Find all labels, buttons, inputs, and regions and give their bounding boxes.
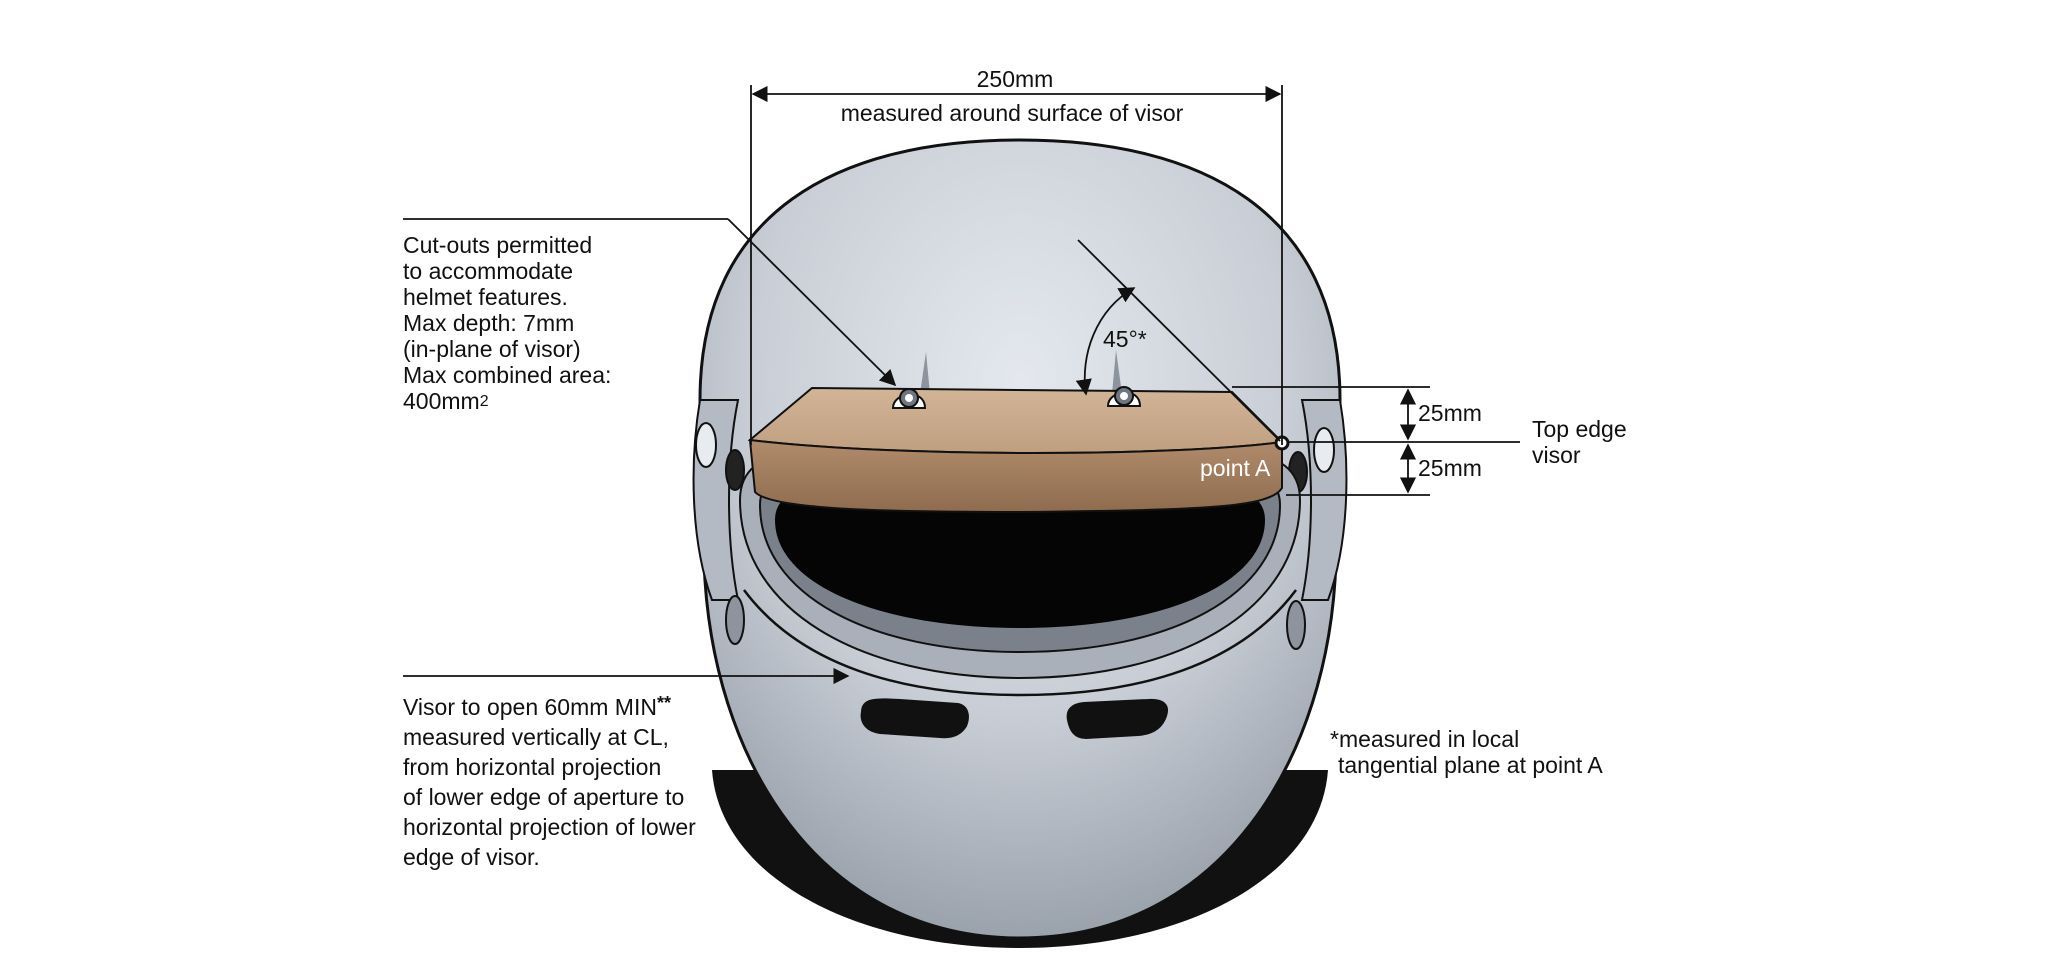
left-ridge-icon [920,352,930,394]
lower-dimension-label: 25mm [1418,455,1482,481]
visor-top-surface [747,386,1285,454]
visor-open-line: from horizontal projection [403,754,662,780]
footnote: *measured in local tangential plane at p… [1330,726,1603,778]
top-edge-label-line: visor [1532,442,1581,468]
visor-open-line: edge of visor. [403,844,540,870]
top-edge-label: Top edge visor [1532,416,1627,468]
cutouts-leader-arrow [727,218,897,387]
width-dimension-note: measured around surface of visor [840,100,1184,126]
cutouts-note-line: helmet features. [403,284,568,310]
sun-visor [747,386,1290,514]
cutouts-note-line: Max depth: 7mm [403,310,575,336]
footnote-line: tangential plane at point A [1338,752,1603,778]
visor-open-note: Visor to open 60mm MIN** measured vertic… [403,688,696,872]
visor-lower-edge [742,589,1298,697]
cutouts-area-line: 400mm2 [403,388,611,415]
left-pivot-icon [695,422,717,468]
cutouts-area-value: 400mm [403,388,480,414]
left-pivot-screw-icon [725,449,745,491]
visor-open-line: of lower edge of aperture to [403,784,685,810]
right-pivot-icon [1313,427,1335,473]
cutouts-note-line: (in-plane of visor) [403,336,581,362]
top-edge-label-line: Top edge [1532,416,1627,442]
dimension-lines [403,85,1520,685]
helmet [692,138,1348,948]
point-a-label: point A [1200,455,1271,481]
visor-open-marker: ** [656,693,671,713]
upper-dimension-label: 25mm [1418,400,1482,426]
visor-front-surface [748,438,1283,514]
cutouts-note-line: to accommodate [403,258,574,284]
footnote-line: *measured in local [1330,726,1520,752]
angle-reference-line [1077,239,1281,442]
visor-open-line: measured vertically at CL, [403,724,669,750]
cutouts-note: Cut-outs permitted to accommodate helmet… [403,232,611,415]
width-dimension-value: 250mm [976,66,1054,92]
angle-label: 45°* [1103,326,1147,352]
visor-open-line: horizontal projection of lower [403,814,696,840]
eye-aperture [775,484,1265,628]
visor-open-text: Visor to open 60mm MIN [403,694,657,720]
left-cutout-icon [891,388,927,409]
visor-open-first-line: Visor to open 60mm MIN** [403,688,696,722]
left-lower-clip-icon [725,595,745,645]
left-vent-icon [860,698,969,739]
cutouts-note-line: Cut-outs permitted [403,232,593,258]
right-vent-icon [1066,698,1168,740]
cutouts-note-line: Max combined area: [403,362,612,388]
angle-arc [1075,287,1136,396]
cutouts-area-superscript: 2 [479,393,489,410]
right-lower-clip-icon [1286,600,1306,650]
